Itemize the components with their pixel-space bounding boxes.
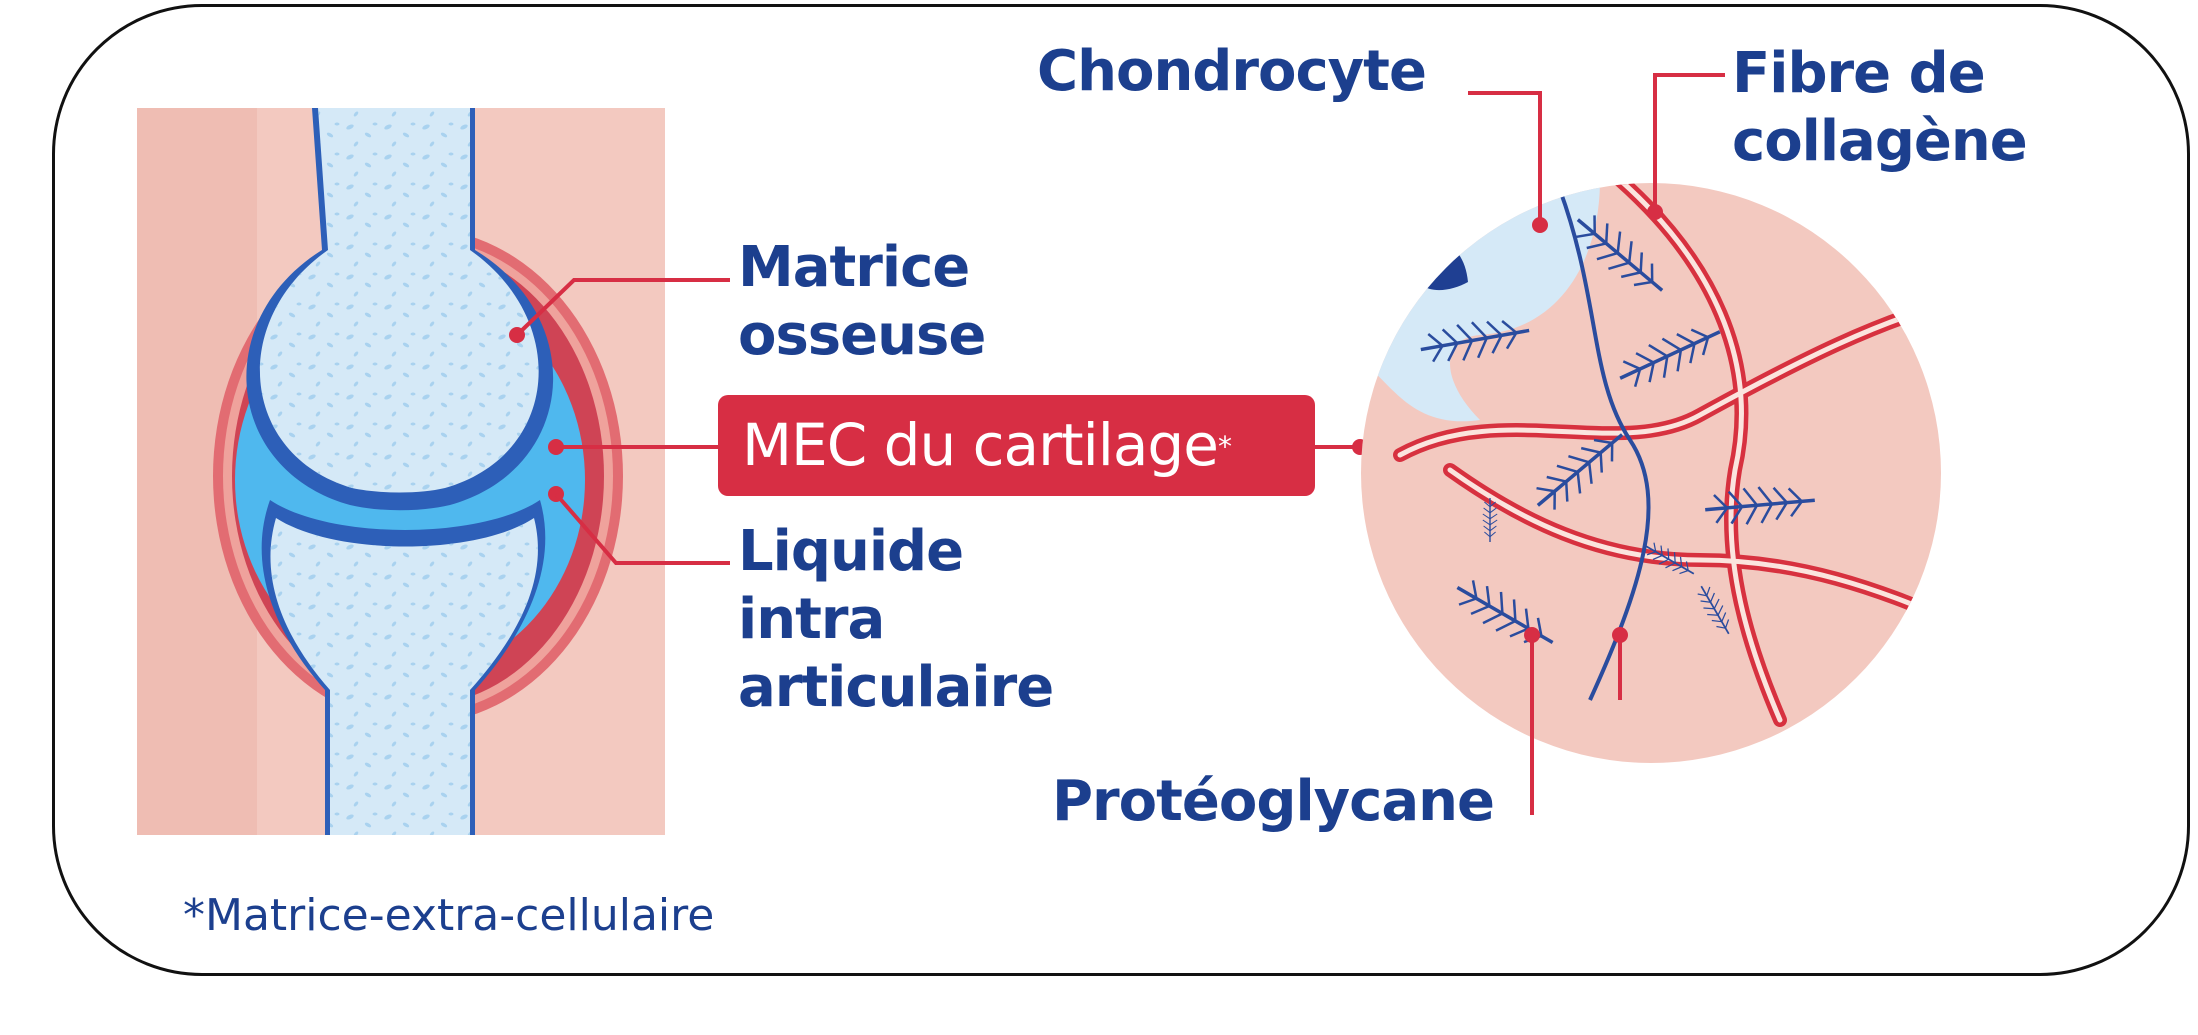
label-liquide: Liquide intra articulaire bbox=[738, 518, 1054, 722]
label-mec-asterisk: * bbox=[1217, 430, 1232, 463]
mec-label-box bbox=[718, 395, 1315, 496]
label-proteoglycane: Protéoglycane bbox=[1052, 768, 1495, 836]
pointer-mec bbox=[548, 439, 1368, 455]
footnote: *Matrice-extra-cellulaire bbox=[183, 890, 715, 941]
pointer-fibre bbox=[1647, 73, 1725, 220]
label-matrice-osseuse-line1: Matrice bbox=[738, 235, 970, 300]
label-matrice-osseuse: Matrice osseuse bbox=[738, 234, 986, 370]
cartilage-matrix-magnified-icon bbox=[1361, 183, 1941, 763]
label-mec: MEC du cartilage* bbox=[742, 411, 1232, 479]
pointer-liquide bbox=[548, 486, 730, 565]
knee-joint-icon bbox=[137, 108, 665, 835]
label-fibre: Fibre de collagène bbox=[1732, 40, 2028, 176]
label-chondrocyte: Chondrocyte bbox=[1037, 38, 1427, 106]
label-chondrocyte-text: Chondrocyte bbox=[1037, 39, 1427, 104]
label-liquide-line3: articulaire bbox=[738, 655, 1054, 720]
label-liquide-line2: intra bbox=[738, 587, 885, 652]
pointer-chondrocyte bbox=[1468, 91, 1548, 233]
label-matrice-osseuse-line2: osseuse bbox=[738, 303, 986, 368]
label-mec-text: MEC du cartilage bbox=[742, 411, 1219, 479]
label-fibre-line2: collagène bbox=[1732, 109, 2028, 174]
label-fibre-line1: Fibre de bbox=[1732, 41, 1986, 106]
label-proteoglycane-text: Protéoglycane bbox=[1052, 769, 1495, 834]
pointer-proteoglycane bbox=[1524, 627, 1628, 815]
pointer-matrice-osseuse bbox=[509, 278, 730, 343]
label-liquide-line1: Liquide bbox=[738, 519, 964, 584]
